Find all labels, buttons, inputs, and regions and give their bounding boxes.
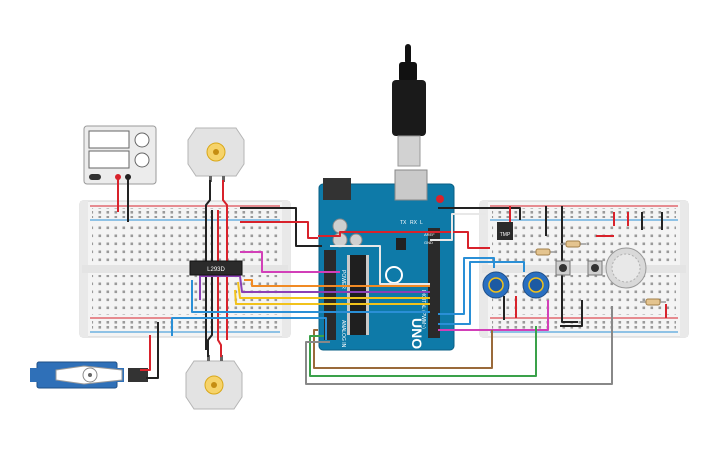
buzzer-sensor [605,247,647,289]
wire-grey [305,306,613,385]
wire-servo-signal [140,335,151,371]
wire-black-top [438,207,521,220]
wires [117,177,667,385]
wire-magenta [240,251,340,273]
aref-pin-label: AREF [424,232,435,237]
wire-black-gnd [240,207,322,247]
power-supply [83,125,157,185]
breadboard-left [79,200,291,338]
driver-chip-label: L293D [207,267,225,273]
rx-led-label: RX [410,220,418,226]
usb-cable [392,44,426,167]
wire-blue-b [171,317,327,340]
temperature-sensor: TMP [497,222,513,240]
pushbutton-2 [587,260,603,276]
arduino-brand-text: UNO [409,318,425,349]
wire-yellow-a [237,281,430,299]
resistor-1 [530,248,556,256]
wire-motor-top-a [205,180,211,350]
wire-brown [313,329,493,369]
analog-header-label: ANALOG IN [340,320,346,348]
wire-white-a [330,245,430,285]
wire-servo-ground [146,322,159,379]
resistor-2 [560,240,586,248]
pushbutton-1 [555,260,571,276]
tx-led-label: TX [400,220,407,226]
resistor-3 [640,298,666,306]
wire-magenta-b [438,300,549,331]
digital-header-label: DIGITAL (PWM~) [420,290,426,329]
breadboard-right [479,200,689,338]
power-header-label: POWER [340,270,346,289]
wire-purple [199,275,430,300]
potentiometer-2 [522,271,550,299]
wire-white-b [430,213,486,241]
dc-motor-bottom [185,355,243,410]
wire-blue-a [191,280,430,313]
potentiometer-1 [482,271,510,299]
wire-blue-d [438,261,525,325]
wire-yellow-b [234,289,430,305]
gnd-pin-label: GND [424,240,433,245]
temp-sensor-label: TMP [500,232,511,238]
wire-red-top [318,231,490,249]
wire-black-r5 [560,300,583,327]
wire-red-5v [240,221,318,239]
wire-orange [244,279,430,287]
wire-green [309,326,537,377]
servo-motor [30,361,148,389]
l293d-driver-chip: L293D [189,260,243,276]
l-led-label: L [420,220,423,226]
dc-motor-top [187,127,245,182]
arduino-uno-board: UNO DIGITAL (PWM~) ANALOG IN POWER AREF … [318,169,455,351]
